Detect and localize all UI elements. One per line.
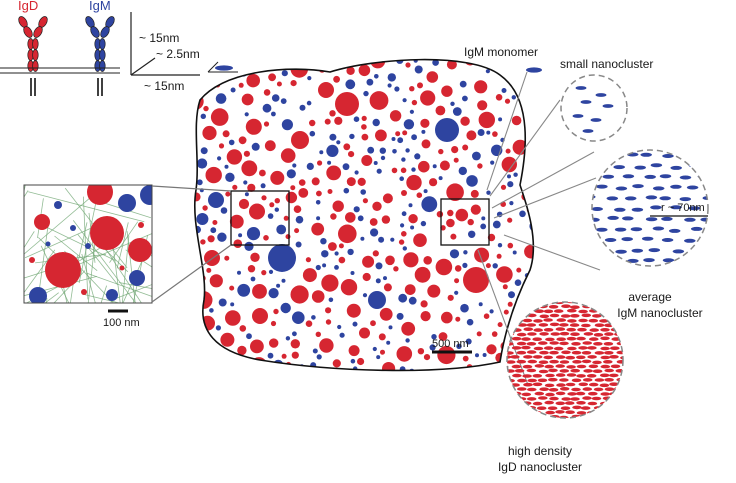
inset-scale-label: 100 nm	[103, 317, 140, 329]
igd-label: IgD	[18, 0, 39, 13]
membrane-lines	[0, 67, 120, 74]
radius-label: r ~ 70nm	[661, 202, 705, 214]
high-density-label-line1: high density	[507, 444, 573, 458]
high-density-label-line2: IgD nanocluster	[497, 460, 583, 474]
small-nanocluster	[560, 74, 628, 142]
average-label-line2: IgM nanocluster	[617, 306, 703, 320]
igm-monomer-label: IgM monomer	[464, 45, 539, 59]
igm-monomer-icon	[526, 67, 542, 73]
igm-label: IgM	[89, 0, 111, 13]
small-nanocluster-label: small nanocluster	[560, 57, 654, 71]
actin-inset	[23, 184, 153, 304]
width-dimension-label: ~ 15nm	[144, 79, 185, 93]
zoom-box-left	[230, 190, 290, 246]
igd-antibody-icon	[18, 16, 48, 96]
main-scale-label: 500 nm	[432, 338, 469, 350]
depth-dimension-label: ~ 2.5nm	[156, 47, 200, 61]
height-dimension-label: ~ 15nm	[139, 31, 180, 45]
callout-connectors	[477, 71, 601, 386]
average-label-line1: average	[628, 290, 672, 304]
zoom-box-right	[440, 198, 490, 246]
dimension-axes	[130, 12, 200, 76]
igm-antibody-icon	[85, 16, 115, 96]
inset-connectors	[151, 185, 232, 303]
monomer-disc-icon	[207, 61, 238, 73]
